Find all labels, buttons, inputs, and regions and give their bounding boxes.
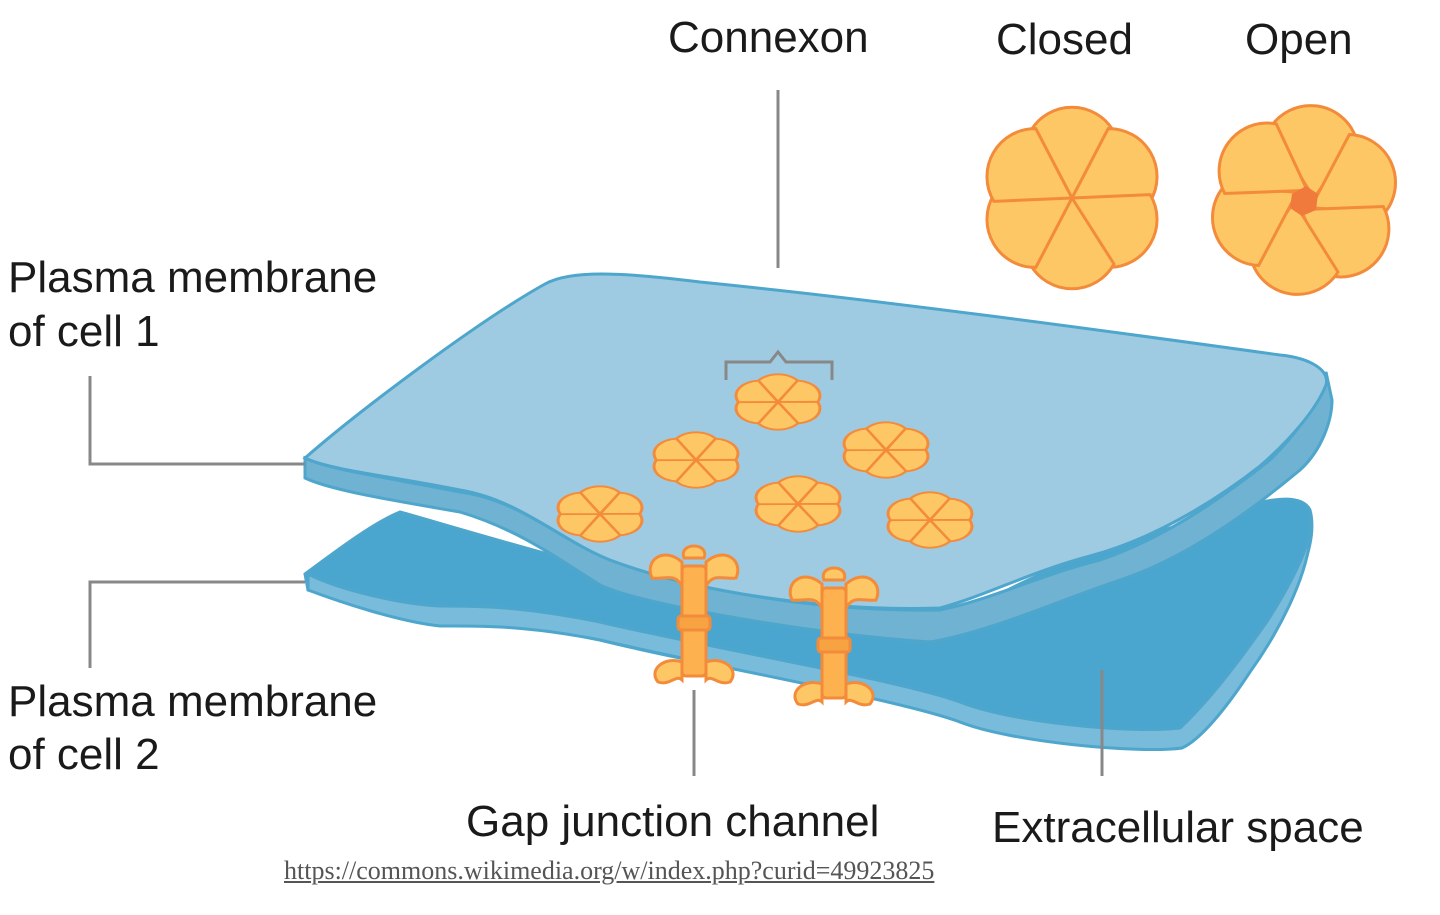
surface-connexons [556,373,974,549]
extracellular-space-label: Extracellular space [992,803,1364,852]
membrane-cell2-label-line1: Plasma membrane [8,677,378,726]
membrane-cell2-label-line2: of cell 2 [8,730,160,779]
surface-connexon [886,491,974,549]
gap-junction-channel-label: Gap junction channel [466,797,880,846]
gap-junction-channel-1 [648,544,740,685]
surface-connexon [556,485,644,543]
open-pore-icon [1290,186,1318,216]
surface-connexon [652,431,740,489]
surface-connexon [842,421,930,479]
membrane-cell1-label-line1: Plasma membrane [8,253,378,302]
cell1-leader [88,376,305,466]
connexon-label: Connexon [668,13,869,62]
connexon-open-icon [1211,104,1397,296]
surface-connexon [734,373,822,431]
leader-lines [88,90,1104,776]
membrane-cell-2-rim [306,511,1313,752]
connexon-bracket [724,90,834,380]
closed-label: Closed [996,15,1133,64]
gap-junction-channel-2 [788,566,880,707]
source-link[interactable]: https://commons.wikimedia.org/w/index.ph… [284,856,935,885]
cell2-leader [88,580,305,668]
connexon-closed-icon [985,105,1159,291]
open-label: Open [1245,15,1353,64]
surface-connexon [754,475,842,533]
membrane-cell1-label-line2: of cell 1 [8,307,160,356]
